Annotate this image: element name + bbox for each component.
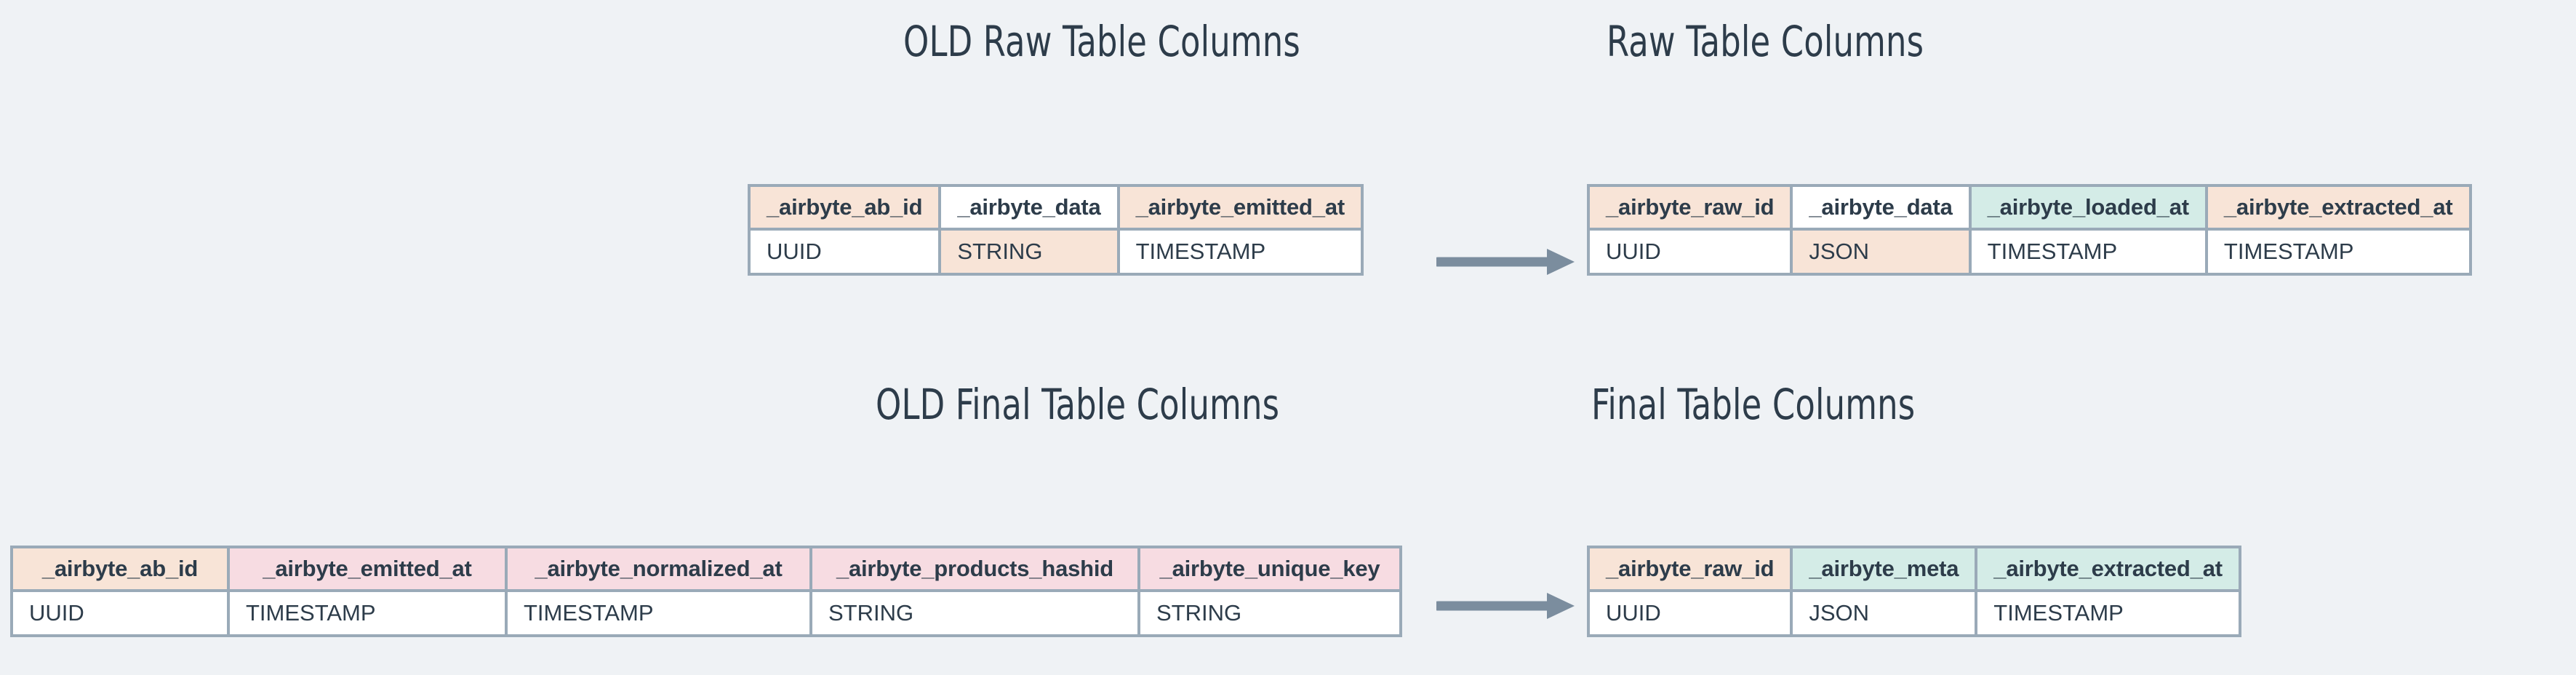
column-header-cell: _airbyte_raw_id — [1586, 184, 1793, 231]
column-header-cell: _airbyte_data — [938, 184, 1120, 231]
column-type-cell: TIMESTAMP — [1968, 228, 2208, 276]
title-new-final-table: Final Table Columns — [1591, 380, 1916, 429]
column-header-cell: _airbyte_loaded_at — [1968, 184, 2208, 231]
column-type-cell: UUID — [747, 228, 942, 276]
column-header-cell: _airbyte_raw_id — [1586, 546, 1793, 592]
column-type-cell: TIMESTAMP — [505, 589, 812, 637]
column-type-cell: STRING — [1137, 589, 1402, 637]
table-type-row: UUID JSON TIMESTAMP TIMESTAMP — [1586, 228, 2472, 276]
table-new-raw: _airbyte_raw_id _airbyte_data _airbyte_l… — [1586, 184, 2472, 276]
table-header-row: _airbyte_ab_id _airbyte_data _airbyte_em… — [747, 184, 1364, 231]
column-header-cell: _airbyte_ab_id — [10, 546, 230, 592]
column-type-cell: UUID — [1586, 589, 1793, 637]
table-header-row: _airbyte_raw_id _airbyte_data _airbyte_l… — [1586, 184, 2472, 231]
table-old-final: _airbyte_ab_id _airbyte_emitted_at _airb… — [10, 546, 1402, 637]
column-header-cell: _airbyte_products_hashid — [809, 546, 1140, 592]
column-header-cell: _airbyte_meta — [1790, 546, 1978, 592]
table-type-row: UUID STRING TIMESTAMP — [747, 228, 1364, 276]
column-type-cell: JSON — [1790, 589, 1978, 637]
title-new-raw-table: Raw Table Columns — [1607, 17, 1924, 66]
table-type-row: UUID JSON TIMESTAMP — [1586, 589, 2241, 637]
column-type-cell: UUID — [1586, 228, 1793, 276]
title-old-final-table: OLD Final Table Columns — [876, 380, 1280, 429]
right-arrow-icon — [1436, 593, 1575, 619]
column-type-cell: TIMESTAMP — [2204, 228, 2472, 276]
column-type-cell: STRING — [938, 228, 1120, 276]
column-type-cell: TIMESTAMP — [1116, 228, 1364, 276]
column-header-cell: _airbyte_normalized_at — [505, 546, 812, 592]
column-type-cell: TIMESTAMP — [227, 589, 508, 637]
column-header-cell: _airbyte_ab_id — [747, 184, 942, 231]
table-header-row: _airbyte_ab_id _airbyte_emitted_at _airb… — [10, 546, 1402, 592]
column-header-cell: _airbyte_extracted_at — [2204, 184, 2472, 231]
table-header-row: _airbyte_raw_id _airbyte_meta _airbyte_e… — [1586, 546, 2241, 592]
table-type-row: UUID TIMESTAMP TIMESTAMP STRING STRING — [10, 589, 1402, 637]
table-new-final: _airbyte_raw_id _airbyte_meta _airbyte_e… — [1586, 546, 2241, 637]
table-old-raw: _airbyte_ab_id _airbyte_data _airbyte_em… — [747, 184, 1364, 276]
column-header-cell: _airbyte_data — [1790, 184, 1972, 231]
right-arrow-icon — [1436, 249, 1575, 275]
column-type-cell: STRING — [809, 589, 1140, 637]
title-old-raw-table: OLD Raw Table Columns — [903, 17, 1300, 66]
column-type-cell: UUID — [10, 589, 230, 637]
column-header-cell: _airbyte_emitted_at — [1116, 184, 1364, 231]
column-type-cell: JSON — [1790, 228, 1972, 276]
column-type-cell: TIMESTAMP — [1975, 589, 2241, 637]
column-header-cell: _airbyte_unique_key — [1137, 546, 1402, 592]
column-header-cell: _airbyte_extracted_at — [1975, 546, 2241, 592]
column-header-cell: _airbyte_emitted_at — [227, 546, 508, 592]
